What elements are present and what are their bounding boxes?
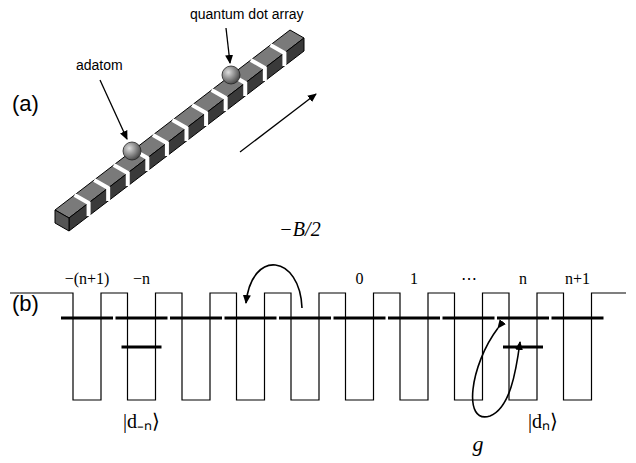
energy-level	[388, 317, 440, 320]
dot-separator	[94, 180, 108, 201]
figure-label: g	[473, 432, 484, 456]
energy-level	[334, 317, 386, 320]
energy-level	[122, 346, 162, 349]
dot-separator	[192, 105, 206, 126]
energy-level	[279, 317, 331, 320]
energy-level	[443, 317, 495, 320]
hopping-arrow	[246, 265, 302, 308]
energy-level	[503, 346, 543, 349]
energy-level	[497, 317, 549, 320]
leader-arrow	[100, 80, 127, 139]
dot-separator	[251, 60, 265, 81]
dot-separator	[173, 120, 187, 141]
figure-label: n	[519, 270, 527, 288]
figure-label: −B/2	[279, 218, 320, 240]
dot-separator	[212, 90, 226, 111]
leader-arrow	[226, 28, 230, 63]
figure-label: −n	[133, 270, 150, 288]
figure-label: |dₙ⟩	[528, 410, 558, 432]
figure-label: quantum dot array	[190, 7, 304, 22]
energy-level	[552, 317, 604, 320]
dot-separator	[270, 45, 284, 66]
dot-separator	[153, 135, 167, 156]
energy-level	[170, 317, 222, 320]
energy-level	[61, 317, 113, 320]
figure-label: ⋯	[461, 270, 477, 288]
figure-label: 0	[356, 270, 364, 288]
figure-label: n+1	[565, 270, 590, 288]
energy-level	[116, 317, 168, 320]
potential-profile	[10, 293, 626, 400]
figure-label: −(n+1)	[65, 270, 110, 288]
figure-label: |d₋ₙ⟩	[123, 410, 160, 432]
dot-array-bar	[55, 30, 304, 231]
figure-label: (b)	[12, 292, 39, 316]
direction-arrow	[240, 94, 316, 152]
dot-separator	[75, 195, 89, 216]
dot-separator	[114, 165, 128, 186]
figure-label: (a)	[12, 92, 39, 116]
dot-separators	[75, 45, 285, 216]
adatom-sphere	[123, 142, 141, 160]
coupling-arrow	[473, 328, 520, 417]
energy-level	[225, 317, 277, 320]
adatom-sphere	[222, 66, 240, 84]
figure-label: adatom	[76, 58, 123, 73]
energy-levels	[61, 318, 604, 347]
figure-label: 1	[410, 270, 418, 288]
